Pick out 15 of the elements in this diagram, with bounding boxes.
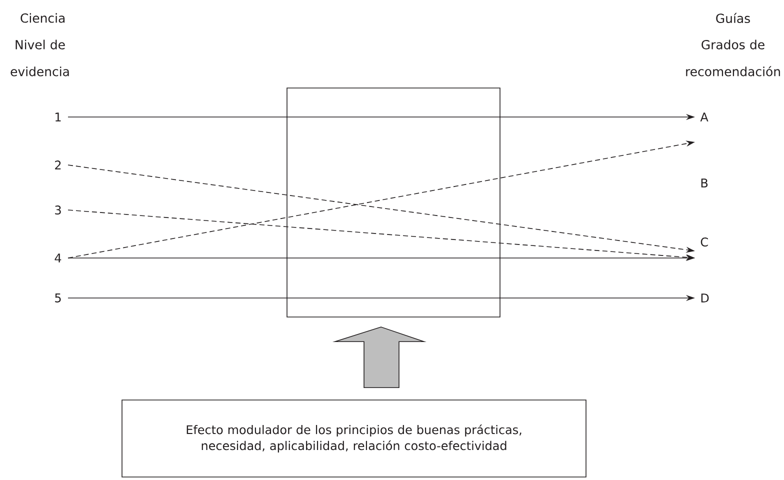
level-number: 4 <box>54 254 62 262</box>
effect-box: Efecto modulador de los principios de buenas prácticas, necesidad, aplicabilidad, relación costo-efectividad <box>122 400 586 478</box>
block-arrow <box>332 326 426 388</box>
level-number: 3 <box>55 205 61 215</box>
grade-letter: B <box>701 178 708 188</box>
grade-letter: A <box>700 112 708 122</box>
column-subheading: Nivel de evidencia <box>10 40 69 76</box>
column-heading: Guías <box>716 12 750 24</box>
level-number: 1 <box>56 112 61 122</box>
column-subheading: Grados de recomendación <box>686 40 780 76</box>
level-number: 5 <box>55 294 61 302</box>
level-number: 2 <box>55 160 61 170</box>
grade-letter: D <box>701 294 709 302</box>
grade-letter: C <box>700 237 708 247</box>
column-heading: Ciencia <box>20 13 65 23</box>
